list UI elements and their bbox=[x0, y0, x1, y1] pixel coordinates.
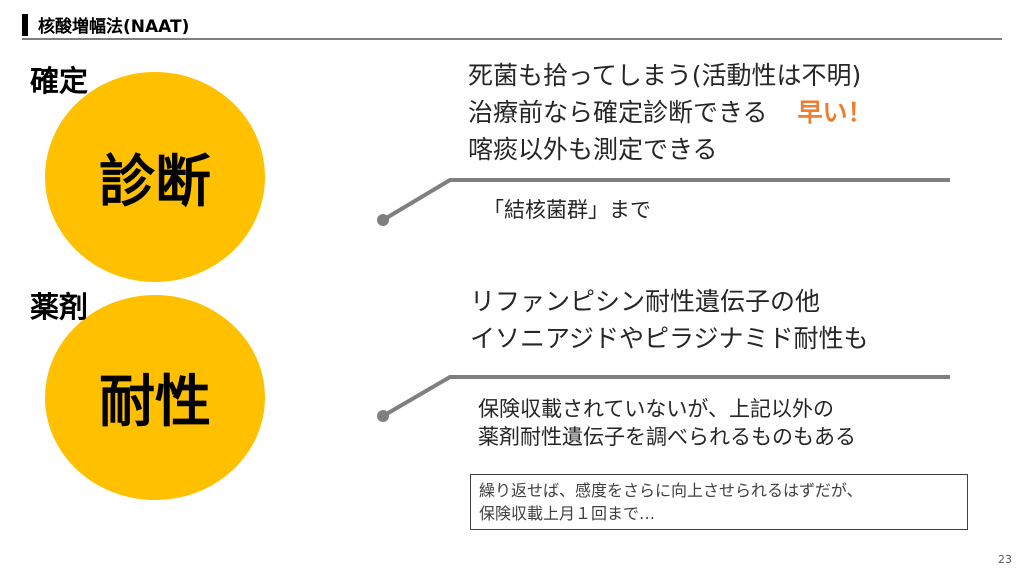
point: 治療前なら確定診断できる早い！ bbox=[468, 98, 873, 127]
fast-highlight: 早い！ bbox=[797, 98, 873, 127]
header-divider bbox=[22, 38, 1002, 40]
resistance-subnote: 保険収載されていないが、上記以外の 薬剤耐性遺伝子を調べられるものもある bbox=[478, 395, 856, 451]
connector-2 bbox=[377, 375, 950, 422]
slide-title: 核酸増幅法(NAAT) bbox=[38, 17, 190, 37]
point: 喀痰以外も測定できる bbox=[468, 135, 718, 164]
resistance-circle: 耐性 bbox=[45, 295, 265, 500]
connector-1 bbox=[377, 178, 950, 226]
note-line: 保険収載上月１回まで… bbox=[479, 504, 656, 523]
note-line: 繰り返せば、感度をさらに向上させられるはずだが、 bbox=[479, 481, 863, 500]
note-box: 繰り返せば、感度をさらに向上させられるはずだが、 保険収載上月１回まで… bbox=[470, 474, 968, 530]
point: リファンピシン耐性遺伝子の他 bbox=[470, 287, 821, 316]
diagnosis-subnote: 「結核菌群」まで bbox=[483, 198, 651, 222]
subnote-line: 保険収載されていないが、上記以外の bbox=[478, 397, 834, 421]
point: 死菌も拾ってしまう(活動性は不明) bbox=[468, 61, 862, 90]
resistance-points: リファンピシン耐性遺伝子の他 イソニアジドやピラジナミド耐性も bbox=[470, 283, 869, 357]
subnote-line: 薬剤耐性遺伝子を調べられるものもある bbox=[478, 425, 856, 449]
header-bar-marker bbox=[22, 14, 28, 36]
section-label-confirm: 確定 bbox=[30, 64, 89, 98]
page-number: 23 bbox=[998, 553, 1012, 566]
section-label-drug: 薬剤 bbox=[30, 290, 89, 324]
point: イソニアジドやピラジナミド耐性も bbox=[470, 324, 869, 353]
diagnosis-points: 死菌も拾ってしまう(活動性は不明) 治療前なら確定診断できる早い！ 喀痰以外も測… bbox=[468, 57, 873, 168]
diagnosis-circle: 診断 bbox=[45, 72, 265, 282]
